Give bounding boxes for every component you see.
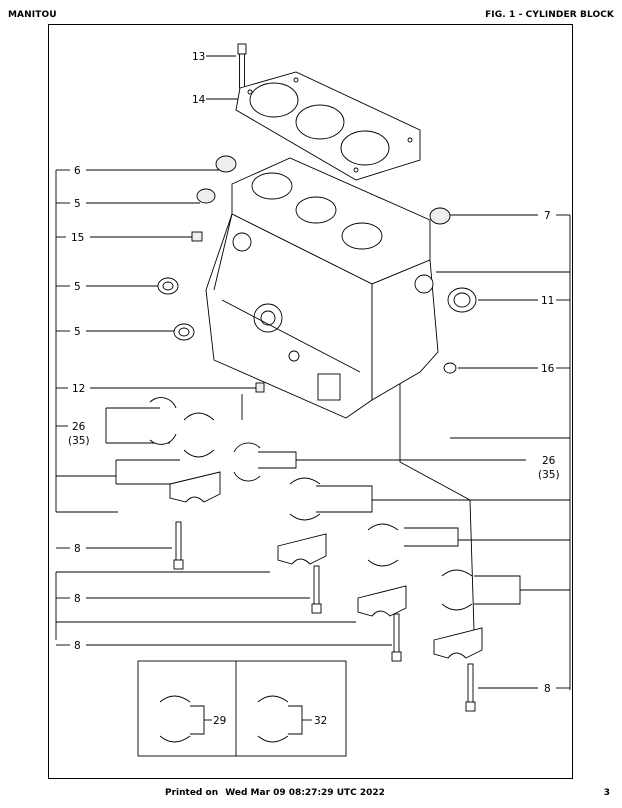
- thrust-washers-left: [149, 397, 261, 482]
- callout-13: 13: [192, 51, 205, 63]
- inset-box: [137, 660, 347, 757]
- plug-6: [215, 155, 237, 173]
- brand-label: MANITOU: [8, 10, 57, 20]
- callout-14: 14: [192, 94, 206, 106]
- callout-8-d: 8: [544, 683, 551, 695]
- cap-bolts-8: [173, 521, 476, 712]
- callout-12: 12: [72, 383, 85, 395]
- callout-26-left: 26: [72, 421, 86, 433]
- callout-7: 7: [544, 210, 551, 222]
- callout-8-b: 8: [74, 593, 81, 605]
- callout-8-c: 8: [74, 640, 81, 652]
- bushing-11: [447, 287, 477, 313]
- plug-7: [429, 207, 451, 225]
- plug-16: [443, 362, 457, 374]
- callout-35-left: (35): [68, 435, 90, 447]
- head-gasket-14: [235, 71, 421, 181]
- plug-15: [191, 231, 203, 242]
- callout-8-a: 8: [74, 543, 81, 555]
- page-number: 3: [603, 788, 610, 798]
- bearing-caps: [169, 471, 483, 659]
- callout-5-middle: 5: [74, 281, 81, 293]
- plug-5-upper: [196, 188, 216, 204]
- printed-date: Wed Mar 09 08:27:29 UTC 2022: [225, 788, 385, 798]
- head-bolt-13: [237, 43, 247, 89]
- callout-35-right: (35): [538, 469, 560, 481]
- cylinder-block: [205, 157, 439, 419]
- bearing-shells: [183, 412, 473, 611]
- callout-29: 29: [213, 715, 226, 727]
- print-footer: Printed on Wed Mar 09 08:27:29 UTC 2022: [165, 788, 389, 798]
- plug-5-lower: [173, 323, 195, 341]
- callout-15: 15: [71, 232, 84, 244]
- callout-32: 32: [314, 715, 327, 727]
- callout-26-right: 26: [542, 455, 556, 467]
- callout-11: 11: [541, 295, 554, 307]
- plug-12: [255, 382, 265, 393]
- callout-16: 16: [541, 363, 555, 375]
- figure-title: FIG. 1 - CYLINDER BLOCK: [485, 10, 614, 20]
- callout-5-lower: 5: [74, 326, 81, 338]
- callout-6: 6: [74, 165, 81, 177]
- callout-5-upper: 5: [74, 198, 81, 210]
- plug-5-middle: [157, 277, 179, 295]
- diagram-frame: [48, 24, 573, 779]
- printed-label: Printed on: [165, 788, 219, 798]
